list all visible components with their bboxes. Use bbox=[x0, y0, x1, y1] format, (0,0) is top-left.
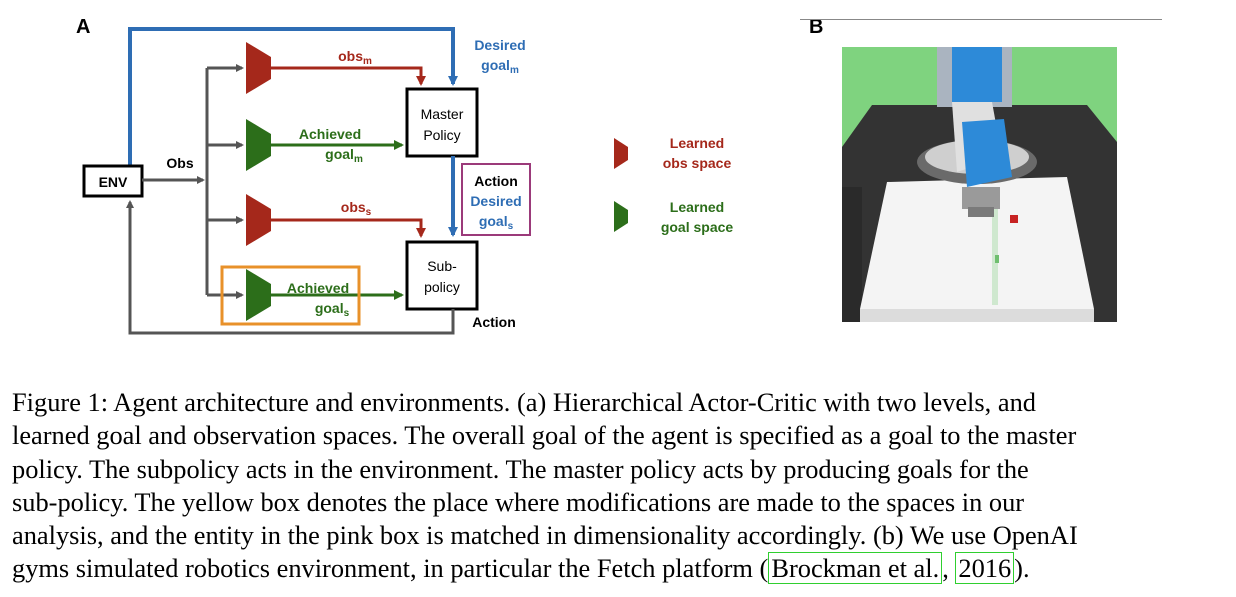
env-label: ENV bbox=[99, 174, 128, 190]
caption-last-suffix: ). bbox=[1014, 553, 1030, 584]
master-line2: Policy bbox=[423, 127, 460, 143]
caption-cite-sep: , bbox=[942, 553, 956, 584]
yellow-modification-box bbox=[220, 265, 361, 326]
sub-line1: Sub- bbox=[427, 258, 457, 274]
obs-m-label: obsm bbox=[338, 48, 372, 67]
legend-obs-swatch bbox=[614, 138, 628, 169]
sub-line2: policy bbox=[424, 279, 460, 295]
env-box bbox=[82, 164, 144, 198]
sub-policy-box bbox=[405, 240, 479, 311]
legend-goal-line2: goal space bbox=[661, 219, 734, 235]
caption-line-2: learned goal and observation spaces. The… bbox=[12, 420, 1077, 451]
caption-line-6: gyms simulated robotics environment, in … bbox=[12, 552, 1224, 585]
achieved-m-line1: Achieved bbox=[299, 126, 361, 142]
master-line1: Master bbox=[421, 106, 464, 122]
pink-matched-box bbox=[461, 163, 531, 236]
caption-line-4: sub-policy. The yellow box denotes the p… bbox=[12, 486, 1025, 517]
panel-a-label: A bbox=[76, 16, 91, 38]
pink-action: Action bbox=[474, 173, 518, 189]
desired-goal-m-arrow bbox=[128, 27, 458, 166]
obs-m-encoder bbox=[246, 42, 271, 94]
panel-b-label: B bbox=[809, 16, 824, 38]
obs-s-label: obss bbox=[341, 199, 372, 218]
goal-m-encoder bbox=[246, 119, 271, 171]
achieved-s-line2: goals bbox=[315, 300, 350, 319]
figure-caption: Figure 1: Agent architecture and environ… bbox=[12, 386, 1224, 586]
action-feedback-arrow bbox=[126, 200, 455, 335]
desired-m-line1: Desired bbox=[474, 37, 525, 53]
caption-line-1: Figure 1: Agent architecture and environ… bbox=[12, 387, 1036, 417]
pink-desired: Desired bbox=[470, 193, 521, 209]
legend-obs-line1: Learned bbox=[670, 135, 724, 151]
obs-label: Obs bbox=[166, 155, 193, 171]
legend-goal-swatch bbox=[614, 201, 628, 232]
achieved-s-line1: Achieved bbox=[287, 280, 349, 296]
achieved-m-line2: goalm bbox=[325, 146, 363, 165]
master-policy-box bbox=[405, 87, 479, 158]
action-label: Action bbox=[472, 314, 516, 330]
pink-goal-s: goals bbox=[479, 213, 514, 232]
caption-last-prefix: gyms simulated robotics environment, in … bbox=[12, 553, 769, 584]
caption-line-5: analysis, and the entity in the pink box… bbox=[12, 520, 1078, 551]
citation-author-link[interactable]: Brockman et al. bbox=[768, 552, 943, 585]
legend-obs-line2: obs space bbox=[663, 155, 732, 171]
top-rule bbox=[800, 19, 1162, 20]
caption-line-3: policy. The subpolicy acts in the enviro… bbox=[12, 453, 1029, 484]
obs-s-encoder bbox=[246, 194, 271, 246]
fetch-environment-render bbox=[842, 47, 1117, 322]
citation-year-link[interactable]: 2016 bbox=[955, 552, 1015, 585]
legend-goal-line1: Learned bbox=[670, 199, 724, 215]
desired-m-line2: goalm bbox=[481, 57, 519, 76]
architecture-diagram: Desired goalm ENV Obs obsm Achieved goal… bbox=[82, 27, 734, 335]
goal-s-encoder bbox=[246, 269, 271, 321]
